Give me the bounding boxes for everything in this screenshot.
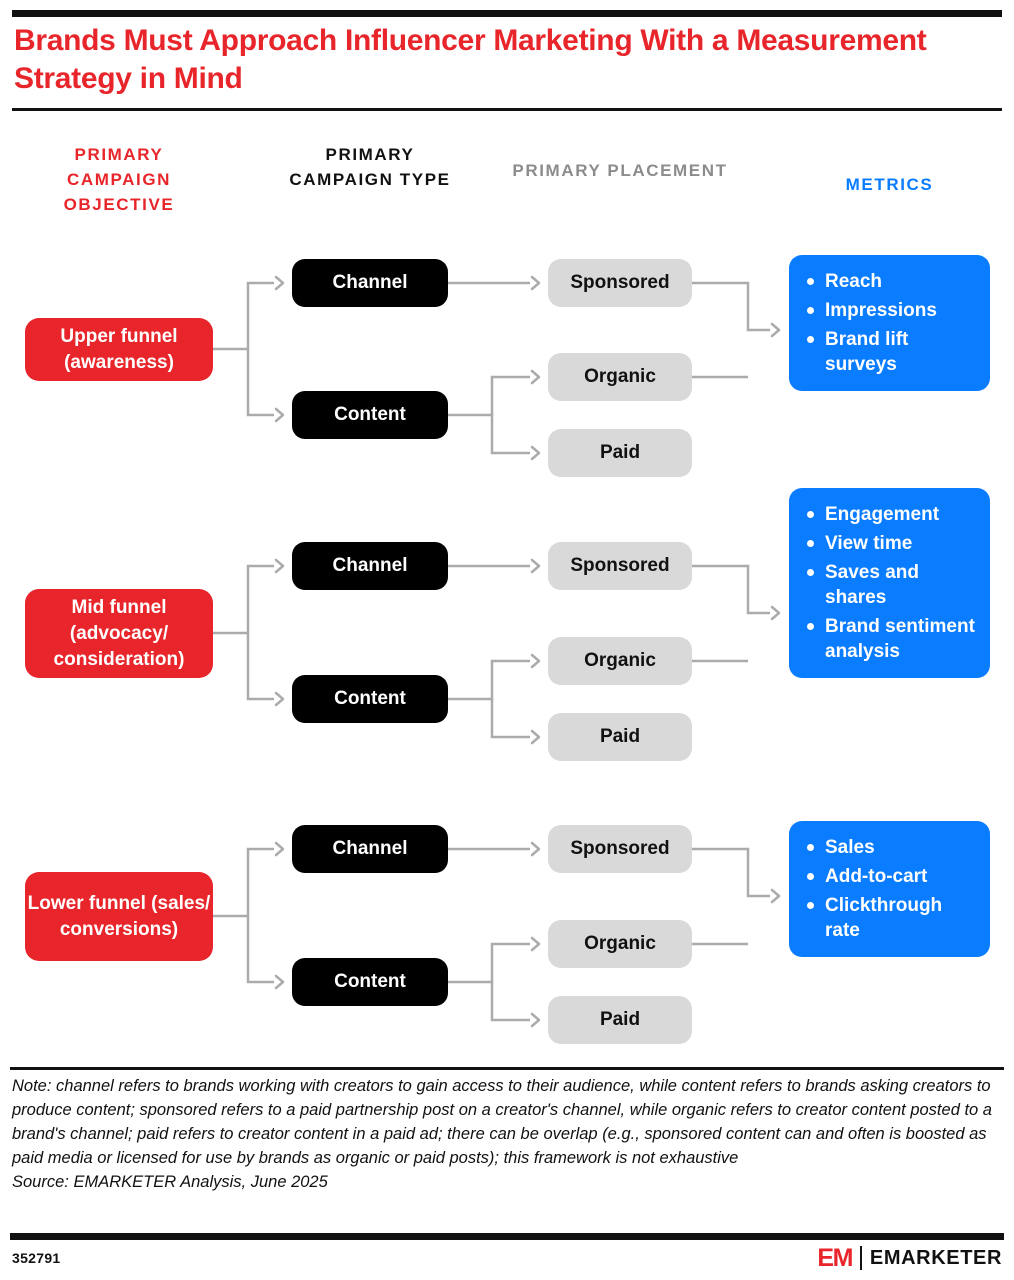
column-header-objective: PRIMARY CAMPAIGN OBJECTIVE xyxy=(63,145,175,214)
em-mark-icon: EM xyxy=(817,1243,853,1272)
page-title: Brands Must Approach Influencer Marketin… xyxy=(14,24,927,95)
placement-box-organic-row1[interactable]: Organic xyxy=(548,353,692,401)
metrics-list-row3: Sales Add-to-cart Clickthrough rate xyxy=(803,835,978,943)
chart-id: 352791 xyxy=(12,1250,61,1266)
logo-divider xyxy=(859,1246,862,1270)
metric-item: Sales xyxy=(803,835,978,860)
metric-item: Engagement xyxy=(803,502,978,527)
metrics-list-row2: Engagement View time Saves and shares Br… xyxy=(803,502,978,664)
metric-item: Brand lift surveys xyxy=(803,327,978,377)
metric-item: View time xyxy=(803,531,978,556)
placement-box-organic-row2[interactable]: Organic xyxy=(548,637,692,685)
footer-rule xyxy=(10,1233,1004,1240)
metric-item: Clickthrough rate xyxy=(803,893,978,943)
top-rule xyxy=(12,10,1002,17)
type-box-content-row1[interactable]: Content xyxy=(292,391,448,439)
objective-box-mid-funnel[interactable]: Mid funnel (advocacy/ consideration) xyxy=(25,589,213,678)
title-divider-rule xyxy=(12,108,1002,111)
placement-box-paid-row3[interactable]: Paid xyxy=(548,996,692,1044)
placement-box-organic-row3[interactable]: Organic xyxy=(548,920,692,968)
metrics-box-row2[interactable]: Engagement View time Saves and shares Br… xyxy=(789,488,990,678)
column-header-placement: PRIMARY PLACEMENT xyxy=(512,161,728,180)
metric-item: Impressions xyxy=(803,298,978,323)
type-box-content-row3[interactable]: Content xyxy=(292,958,448,1006)
metric-item: Add-to-cart xyxy=(803,864,978,889)
type-box-channel-row3[interactable]: Channel xyxy=(292,825,448,873)
note-text: Note: channel refers to brands working w… xyxy=(12,1077,992,1167)
objective-box-lower-funnel[interactable]: Lower funnel (sales/ conversions) xyxy=(25,872,213,961)
placement-box-sponsored-row3[interactable]: Sponsored xyxy=(548,825,692,873)
note-block: Note: channel refers to brands working w… xyxy=(12,1074,1004,1194)
metric-item: Saves and shares xyxy=(803,560,978,610)
objective-box-upper-funnel[interactable]: Upper funnel (awareness) xyxy=(25,318,213,381)
type-box-channel-row2[interactable]: Channel xyxy=(292,542,448,590)
metrics-box-row1[interactable]: Reach Impressions Brand lift surveys xyxy=(789,255,990,391)
placement-box-sponsored-row1[interactable]: Sponsored xyxy=(548,259,692,307)
column-header-type: PRIMARY CAMPAIGN TYPE xyxy=(289,145,451,189)
source-text: Source: EMARKETER Analysis, June 2025 xyxy=(12,1173,328,1191)
metric-item: Reach xyxy=(803,269,978,294)
placement-box-paid-row2[interactable]: Paid xyxy=(548,713,692,761)
note-divider-rule xyxy=(10,1067,1004,1070)
emarketer-wordmark: EMARKETER xyxy=(869,1247,1002,1269)
type-box-content-row2[interactable]: Content xyxy=(292,675,448,723)
metrics-box-row3[interactable]: Sales Add-to-cart Clickthrough rate xyxy=(789,821,990,957)
placement-box-paid-row1[interactable]: Paid xyxy=(548,429,692,477)
metric-item: Brand sentiment analysis xyxy=(803,614,978,664)
emarketer-logo: EM EMARKETER xyxy=(817,1245,1002,1271)
placement-box-sponsored-row2[interactable]: Sponsored xyxy=(548,542,692,590)
column-header-metrics: METRICS xyxy=(845,175,934,194)
metrics-list-row1: Reach Impressions Brand lift surveys xyxy=(803,269,978,377)
type-box-channel-row1[interactable]: Channel xyxy=(292,259,448,307)
